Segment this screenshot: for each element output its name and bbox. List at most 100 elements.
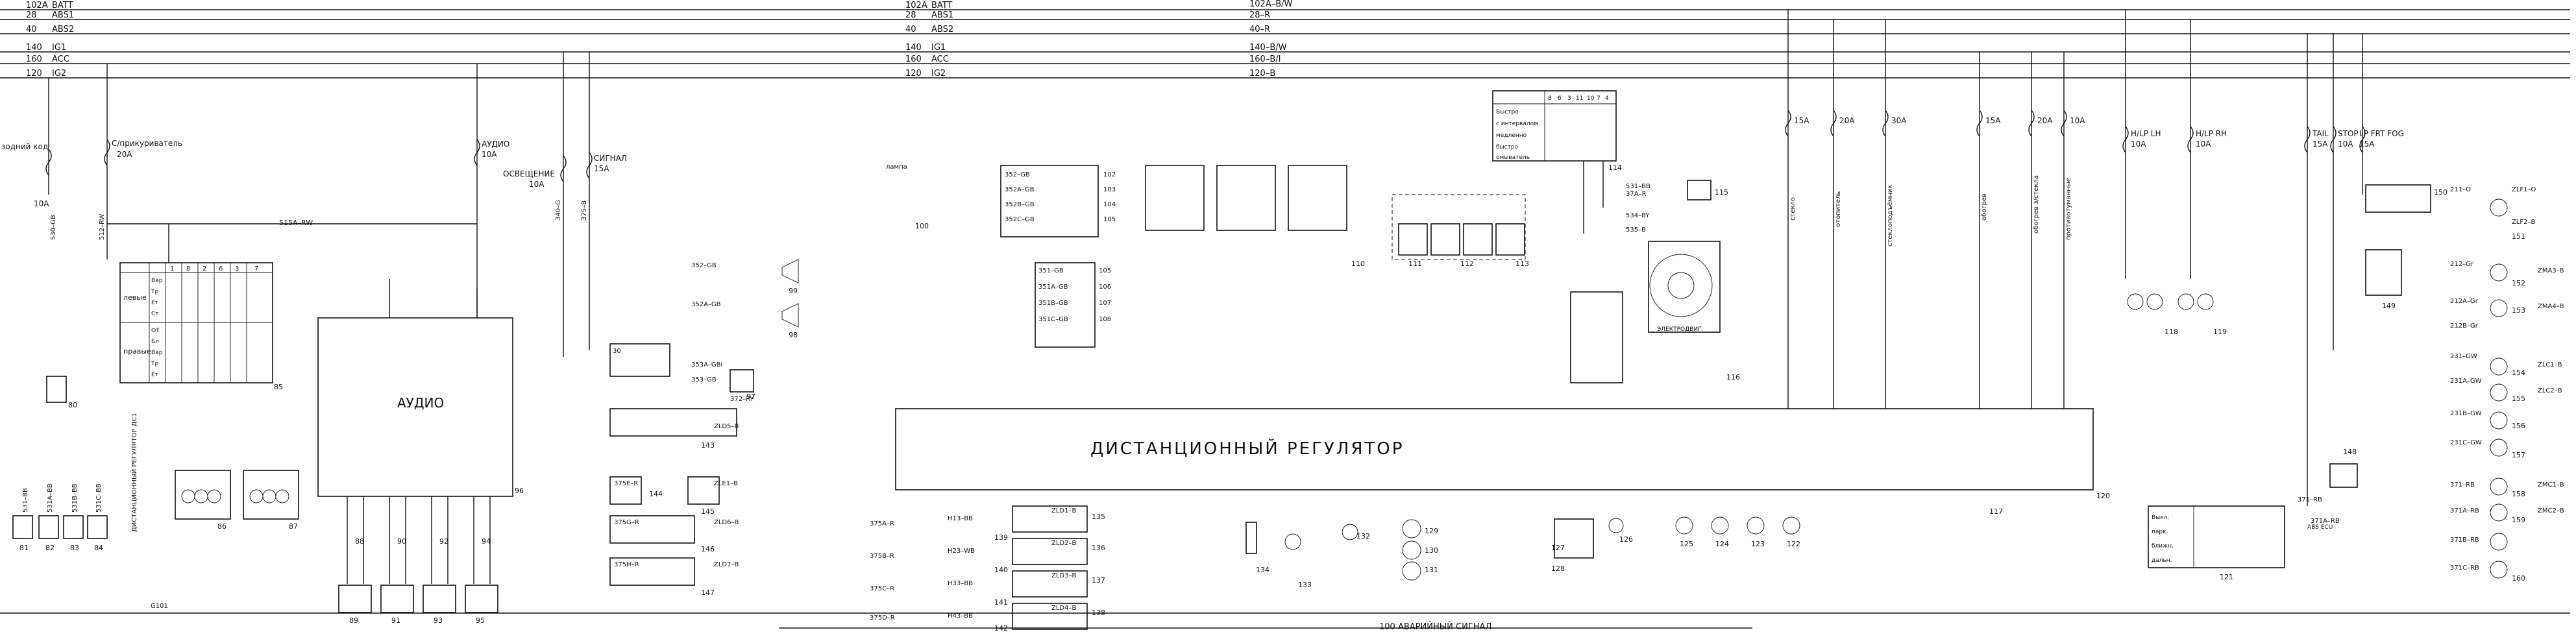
bus-num: 40 bbox=[905, 25, 916, 34]
ecu-label: ABS ECU bbox=[2307, 524, 2333, 531]
speakers-block: 89 91 93 95 88 90 92 94 bbox=[338, 496, 498, 625]
wire-label: ZLD6–B bbox=[714, 519, 739, 526]
wire-label: 375–B bbox=[581, 200, 588, 221]
bus-num: 160 bbox=[26, 54, 42, 64]
fuse-label: LP FRT FOG bbox=[2359, 129, 2404, 138]
component-number: 151 bbox=[2512, 232, 2525, 241]
wire-label: H23–WB bbox=[948, 548, 975, 555]
wire-label: 371B–RB bbox=[2450, 537, 2479, 544]
ign-col: 7 bbox=[254, 265, 258, 272]
bus-name: ABS2 bbox=[931, 25, 953, 34]
bus-wire-label: 40–R bbox=[1249, 25, 1270, 34]
relay-7 bbox=[609, 343, 670, 377]
wire-label: ZMC1–B bbox=[2538, 481, 2564, 489]
component-number: 104 bbox=[1103, 201, 1116, 208]
component-number: 133 bbox=[1298, 581, 1312, 589]
wire-label: ZLD7–B bbox=[714, 561, 739, 568]
component-number: 117 bbox=[1989, 507, 2003, 516]
wire-label: 531B–BB bbox=[71, 483, 79, 513]
wiper-row: быстро bbox=[1496, 144, 1519, 151]
fuse-label: ОСВЕЩЕНИЕ bbox=[503, 169, 555, 178]
fuse-rating: 15A bbox=[2359, 139, 2375, 149]
component-number: 140 bbox=[994, 566, 1008, 574]
ign-table-frame bbox=[119, 262, 273, 383]
bus-wire-label: 102A–B/W bbox=[1249, 0, 1293, 9]
component-number: 134 bbox=[1256, 566, 1270, 574]
wire-label: ZMA3–B bbox=[2538, 267, 2564, 274]
component-number: 144 bbox=[649, 490, 663, 498]
bus-num: 140 bbox=[905, 43, 922, 53]
wiper-col: 10 bbox=[1587, 95, 1595, 102]
relay-label: 352B–GB bbox=[1005, 201, 1035, 208]
component-number: 115 bbox=[1715, 188, 1728, 197]
wiper-motor: 115 531–BB 37A–R 534–BY 535–B ЭЛЕКТРОДВИ… bbox=[1570, 161, 1740, 383]
component-number: 149 bbox=[2382, 302, 2396, 310]
wire-label: 352–GB bbox=[691, 262, 717, 269]
ground-rails bbox=[0, 612, 2570, 629]
wire-label: 371A–RB bbox=[2311, 518, 2340, 525]
component-number: 157 bbox=[2512, 451, 2525, 459]
bus-wire-label: 28–R bbox=[1249, 10, 1270, 20]
fuse-label: С/прикуриватель bbox=[112, 139, 182, 148]
motor-label: ЭЛЕКТРОДВИГ. bbox=[1657, 326, 1703, 333]
fuse-rating: 20A bbox=[2037, 116, 2053, 125]
remote-controller: ДИСТАНЦИОННЫЙ РЕГУЛЯТОР 120 bbox=[895, 408, 2110, 500]
wire-label: H13–BB bbox=[948, 515, 973, 522]
bus-name: ACC bbox=[931, 54, 949, 64]
ign-col: 3 bbox=[235, 265, 239, 272]
component-number: 96 bbox=[515, 487, 524, 495]
wiper-row: с интервалом bbox=[1496, 121, 1538, 127]
wire-label: 375D–R bbox=[870, 614, 895, 622]
ign-sub: Тр bbox=[151, 361, 158, 367]
bus-name: ABS1 bbox=[52, 10, 74, 20]
component-number: 85 bbox=[274, 383, 283, 391]
bus-name: ABS2 bbox=[52, 25, 74, 34]
component-number: 93 bbox=[434, 616, 443, 625]
component-number: 118 bbox=[2165, 328, 2178, 336]
wire-label: 515A–RW bbox=[279, 219, 313, 227]
ign-sub: Тр bbox=[151, 289, 158, 295]
bus-labels-right: 102A–B/W 28–R 40–R 140–B/W 160–B/I 120–B bbox=[1249, 0, 1293, 79]
fuse-label: H/LP RH bbox=[2196, 129, 2227, 138]
component-number: 137 bbox=[1092, 576, 1105, 585]
ign-sub: Ст bbox=[151, 311, 159, 317]
wire-label: 512–RW bbox=[99, 213, 106, 240]
fuse-label: стеклоподъёмник bbox=[1887, 185, 1894, 247]
wire-label: ZMA4–B bbox=[2538, 303, 2564, 310]
relay-label: 352–GB bbox=[1005, 171, 1030, 178]
component-number: 150 bbox=[2434, 188, 2447, 197]
wire-label: ZLC2–B bbox=[2538, 387, 2562, 394]
component-number: 94 bbox=[482, 537, 491, 546]
fuse-label: СИГНАЛ bbox=[594, 154, 627, 163]
component-number: 147 bbox=[701, 588, 715, 597]
controller-title: ДИСТАНЦИОННЫЙ РЕГУЛЯТОР bbox=[1090, 438, 1404, 459]
component-number: 152 bbox=[2512, 279, 2525, 287]
component-number: 120 bbox=[2096, 492, 2110, 500]
component-number: 83 bbox=[70, 544, 79, 552]
component-number: 132 bbox=[1356, 532, 1370, 540]
component-number: 90 bbox=[397, 537, 406, 546]
ign-row: правые bbox=[123, 347, 151, 356]
component-number: 143 bbox=[701, 441, 715, 450]
light-switch-table: Выкл. парк. ближн. дальн. 121 371–RB 371… bbox=[2148, 448, 2358, 581]
component-number: 146 bbox=[701, 545, 715, 553]
wiper-col: 4 bbox=[1605, 95, 1609, 102]
fuse-label: стекло bbox=[1789, 197, 1797, 221]
fuse-rating: 30A bbox=[1891, 116, 1907, 125]
component-number: 111 bbox=[1408, 260, 1422, 268]
wire-label: 535–B bbox=[1626, 226, 1646, 234]
component-number: 99 bbox=[789, 287, 798, 295]
bus-num: 28 bbox=[26, 10, 37, 20]
ign-sub: Вар bbox=[151, 350, 163, 356]
component-number: 102 bbox=[1103, 171, 1116, 178]
component-number: 135 bbox=[1092, 513, 1105, 521]
wire-label: 372–RY bbox=[730, 396, 754, 403]
audio-unit: АУДИО 96 bbox=[317, 279, 524, 497]
component-number: 113 bbox=[1515, 260, 1529, 268]
component-number: 82 bbox=[45, 544, 55, 552]
component-number: 148 bbox=[2343, 448, 2357, 456]
ign-col: 1 bbox=[170, 265, 174, 272]
fuse-label: обогрев з/стекла bbox=[2033, 175, 2040, 234]
relay-label: 351–GB bbox=[1038, 267, 1064, 274]
bus-wire-label: 140–B/W bbox=[1249, 43, 1287, 53]
